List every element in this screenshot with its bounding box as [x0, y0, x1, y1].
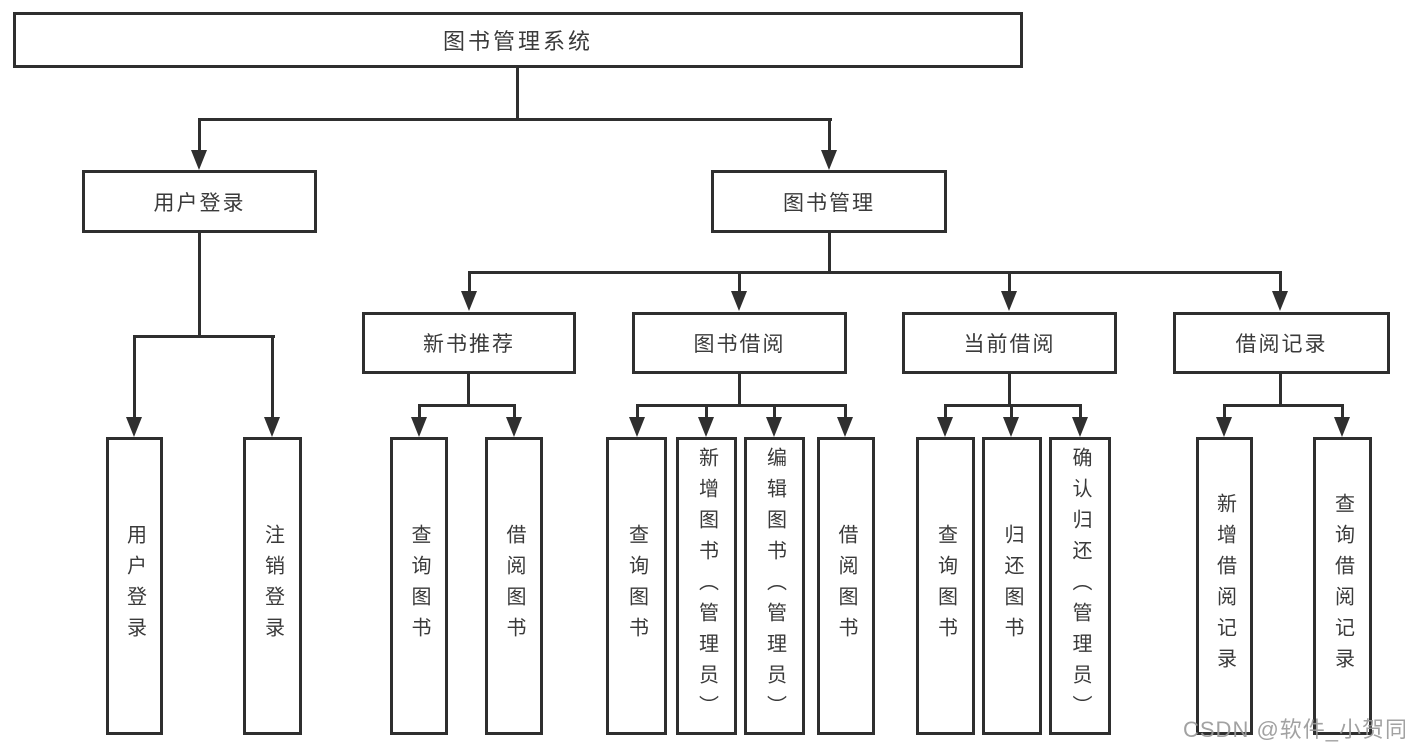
arrowhead-query-books-borrowing [629, 417, 645, 437]
node-query-borrow-record: 查询借阅记录 [1313, 437, 1372, 735]
node-add-borrow-record-label: 新增借阅记录 [1213, 493, 1236, 679]
node-logout-label: 注销登录 [261, 524, 284, 648]
node-query-books-current: 查询图书 [916, 437, 975, 735]
arrowhead-query-books-recommend [411, 417, 427, 437]
node-return-books-label: 归还图书 [1001, 524, 1023, 648]
node-new-book-recommendation-label: 新书推荐 [423, 333, 515, 356]
node-current-borrowing: 当前借阅 [902, 312, 1117, 374]
node-book-borrowing: 图书借阅 [632, 312, 847, 374]
node-add-books-admin: 新增图书（管理员） [676, 437, 737, 735]
connector-root-stem [516, 68, 519, 120]
node-user-login-label: 用户登录 [153, 191, 246, 215]
node-book-borrowing-label: 图书借阅 [693, 333, 786, 356]
arrowhead-borrowing-records [1272, 291, 1288, 311]
node-root-label: 图书管理系统 [442, 29, 593, 54]
connector-to-new-book-recommendation [468, 271, 471, 293]
node-borrowing-records-label: 借阅记录 [1235, 333, 1328, 356]
node-query-books-borrowing-label: 查询图书 [625, 524, 648, 648]
connector-to-book-management [828, 118, 831, 152]
connector-borrowing-stem [738, 374, 741, 407]
connector-root-bar [198, 118, 832, 121]
node-borrow-books-borrowing: 借阅图书 [817, 437, 875, 735]
csdn-watermark: CSDN @软件_小贺同学 [1183, 717, 1405, 742]
connector-to-logout [271, 335, 274, 419]
connector-book-management-stem [828, 233, 831, 273]
node-edit-books-admin-label: 编辑图书（管理员） [763, 446, 786, 726]
arrowhead-add-books-admin [698, 417, 714, 437]
connector-to-book-borrowing [738, 271, 741, 293]
node-current-borrowing-label: 当前借阅 [963, 333, 1056, 356]
node-new-book-recommendation: 新书推荐 [362, 312, 576, 374]
arrowhead-edit-books-admin [766, 417, 782, 437]
connector-to-return-books [1010, 404, 1013, 419]
connector-book-management-bar [468, 271, 1282, 274]
arrowhead-user-login [191, 150, 207, 170]
connector-current-bar [944, 404, 1082, 407]
arrowhead-book-borrowing [731, 291, 747, 311]
connector-to-query-books-recommend [418, 404, 421, 419]
arrowhead-current-borrowing [1001, 291, 1017, 311]
connector-recommend-stem [467, 374, 470, 407]
node-borrowing-records: 借阅记录 [1173, 312, 1390, 374]
arrowhead-query-books-current [937, 417, 953, 437]
arrowhead-login [126, 417, 142, 437]
arrowhead-return-books [1003, 417, 1019, 437]
node-borrow-books-recommend-label: 借阅图书 [503, 524, 525, 648]
arrowhead-new-book-recommendation [461, 291, 477, 311]
node-query-books-borrowing: 查询图书 [606, 437, 667, 735]
connector-to-add-books-admin [705, 404, 708, 419]
connector-to-query-books-current [944, 404, 947, 419]
node-confirm-return-admin-label: 确认归还（管理员） [1069, 446, 1091, 726]
arrowhead-query-borrow-record [1334, 417, 1350, 437]
node-login-label: 用户登录 [123, 524, 146, 648]
connector-to-borrow-books-borrowing [844, 404, 847, 419]
node-root: 图书管理系统 [13, 12, 1023, 68]
connector-to-query-borrow-record [1341, 404, 1344, 419]
node-book-management-label: 图书管理 [783, 191, 875, 215]
node-add-books-admin-label: 新增图书（管理员） [695, 446, 718, 726]
node-return-books: 归还图书 [982, 437, 1042, 735]
arrowhead-add-borrow-record [1216, 417, 1232, 437]
connector-to-borrow-books-recommend [513, 404, 516, 419]
arrowhead-borrow-books-borrowing [837, 417, 853, 437]
connector-to-edit-books-admin [773, 404, 776, 419]
node-user-login: 用户登录 [82, 170, 317, 233]
connector-current-stem [1008, 374, 1011, 407]
node-query-books-recommend-label: 查询图书 [408, 524, 430, 648]
arrowhead-logout [264, 417, 280, 437]
connector-to-add-borrow-record [1223, 404, 1226, 419]
node-query-borrow-record-label: 查询借阅记录 [1331, 493, 1354, 679]
node-query-books-current-label: 查询图书 [934, 524, 957, 648]
node-borrow-books-recommend: 借阅图书 [485, 437, 543, 735]
node-borrow-books-borrowing-label: 借阅图书 [835, 524, 857, 648]
arrowhead-borrow-books-recommend [506, 417, 522, 437]
arrowhead-book-management [821, 150, 837, 170]
connector-to-borrowing-records [1279, 271, 1282, 293]
node-login: 用户登录 [106, 437, 163, 735]
node-logout: 注销登录 [243, 437, 302, 735]
connector-recommend-bar [418, 404, 516, 407]
connector-user-login-stem [198, 233, 201, 337]
connector-records-bar [1223, 404, 1343, 407]
node-edit-books-admin: 编辑图书（管理员） [744, 437, 805, 735]
node-query-books-recommend: 查询图书 [390, 437, 448, 735]
connector-to-query-books-borrowing [636, 404, 639, 419]
connector-records-stem [1279, 374, 1282, 407]
connector-to-user-login [198, 118, 201, 152]
connector-user-login-bar [133, 335, 275, 338]
connector-to-login [133, 335, 136, 419]
node-confirm-return-admin: 确认归还（管理员） [1049, 437, 1111, 735]
arrowhead-confirm-return-admin [1072, 417, 1088, 437]
node-book-management: 图书管理 [711, 170, 947, 233]
connector-to-current-borrowing [1008, 271, 1011, 293]
node-add-borrow-record: 新增借阅记录 [1196, 437, 1253, 735]
connector-borrowing-bar [636, 404, 847, 407]
connector-to-confirm-return-admin [1079, 404, 1082, 419]
